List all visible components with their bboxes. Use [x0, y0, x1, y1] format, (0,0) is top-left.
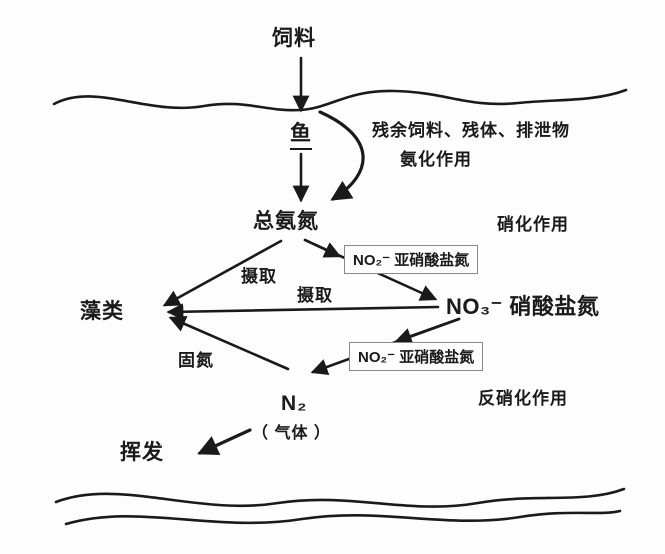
label-nitrogen-fixation: 固氮 — [178, 351, 214, 370]
node-fish: 鱼 — [290, 121, 312, 151]
label-ammonification: 氨化作用 — [400, 150, 472, 169]
arrow-n2-to-algae-fixation — [168, 315, 290, 371]
curved-arrow-waste-to-ammonia — [318, 110, 365, 201]
label-residual-waste: 残余饲料、残体、排泄物 — [372, 121, 570, 140]
node-nitrite-box-bottom: NO₂⁻ 亚硝酸盐氮 — [349, 342, 484, 371]
label-uptake-nitrate: 摄取 — [297, 286, 333, 305]
water-surface-bottom-2 — [64, 509, 622, 526]
node-feed: 饲料 — [272, 27, 316, 50]
node-algae: 藻类 — [80, 300, 124, 323]
arrow-nitrate-to-algae — [166, 303, 440, 321]
node-nitrate: NO₃⁻ 硝酸盐氮 — [446, 294, 600, 319]
label-denitrification: 反硝化作用 — [478, 389, 568, 408]
water-surface-bottom-1 — [54, 487, 626, 508]
node-n2-gas-note: （ 气体 ） — [252, 425, 331, 442]
label-nitrification: 硝化作用 — [497, 215, 569, 234]
arrow-ammonia-to-algae — [162, 239, 283, 307]
node-volatilize: 挥发 — [120, 441, 164, 464]
node-nitrite-box-top: NO₂⁻ 亚硝酸盐氮 — [344, 245, 479, 274]
water-surface-top — [52, 88, 628, 112]
label-uptake-ammonia: 摄取 — [241, 267, 277, 286]
node-n2: N₂ — [281, 392, 308, 415]
arrow-n2-to-volatilize — [197, 428, 252, 456]
arrow-nitrate-to-nitrite2 — [394, 317, 461, 345]
arrow-ammonia-to-nitrite — [303, 238, 342, 258]
node-total-ammonia: 总氨氮 — [253, 210, 319, 233]
